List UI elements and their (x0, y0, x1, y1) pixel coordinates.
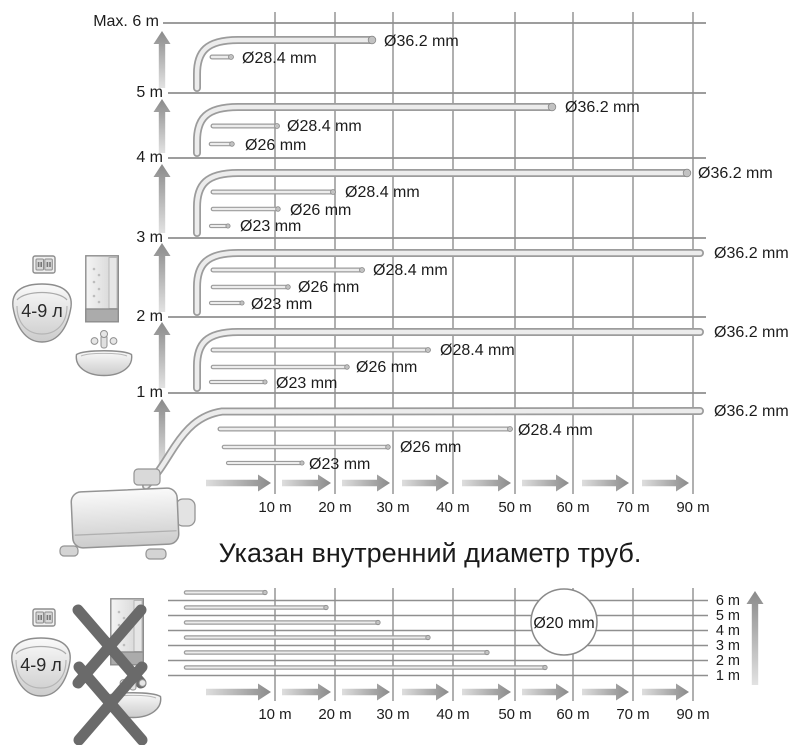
x-axis-label: 70 m (616, 706, 649, 723)
x-axis-label: 90 m (676, 706, 709, 723)
top-chart: Max. 6 m 5 m 4 m 3 m 2 m 1 m 10 m 20 m 3… (12, 12, 789, 568)
cistern-capacity-label: 4-9 л (20, 655, 62, 675)
diagram-title: Указан внутренний диаметр труб. (219, 538, 642, 568)
pipe-diameter-label: Ø23 mm (276, 375, 337, 392)
washbasin-icon (75, 329, 133, 377)
lift-label-5m: 5 m (716, 608, 740, 624)
bottom-grid-vertical-lines (274, 588, 694, 701)
shower-icon (85, 255, 120, 323)
x-axis-label: 50 m (498, 706, 531, 723)
y-axis-label-4m: 4 m (136, 149, 163, 166)
pipe-diameter-label: Ø23 mm (240, 218, 301, 235)
x-axis-label: 30 m (376, 499, 409, 516)
pipe-diameter-label: Ø28.4 mm (440, 342, 515, 359)
x-axis-label: 40 m (436, 706, 469, 723)
bottom-run-right-arrows (206, 683, 689, 701)
pipe-diameter-label: Ø26 mm (290, 202, 351, 219)
macerator-pump-icon (59, 468, 196, 560)
pipe-diameter-label: Ø28.4 mm (345, 184, 420, 201)
lift-label-1m: 1 m (716, 668, 740, 684)
x-axis-label: 70 m (616, 499, 649, 516)
x-axis-label: 10 m (258, 499, 291, 516)
lift-label-6m: 6 m (716, 593, 740, 609)
double-switch-icon (32, 255, 56, 274)
x-axis-label: 30 m (376, 706, 409, 723)
x-axis-label: 60 m (556, 706, 589, 723)
x-axis-label: 50 m (498, 499, 531, 516)
pipe-diameter-label: Ø23 mm (251, 296, 312, 313)
pipe-diameter-badge-label: Ø20 mm (533, 615, 594, 632)
pipe-diameter-label: Ø36.2 mm (698, 165, 773, 182)
pipes-lift-4m (193, 168, 692, 237)
x-axis-label: 90 m (676, 499, 709, 516)
pipe-diameter-label: Ø28.4 mm (518, 422, 593, 439)
bottom-grid-horizontal-lines (168, 599, 708, 677)
run-right-arrows (206, 474, 689, 492)
x-axis-label: 20 m (318, 706, 351, 723)
pipes-lift-6m (193, 35, 377, 92)
x-axis-label: 20 m (318, 499, 351, 516)
bottom-pipes-20mm (183, 589, 548, 671)
x-axis-label: 60 m (556, 499, 589, 516)
pipe-diameter-label: Ø26 mm (356, 359, 417, 376)
top-grid-horizontal-lines (163, 22, 706, 394)
y-axis-label-2m: 2 m (136, 308, 163, 325)
x-axis-label: 10 m (258, 706, 291, 723)
pipe-diameter-label: Ø36.2 mm (565, 99, 640, 116)
y-axis-label-3m: 3 m (136, 229, 163, 246)
y-axis-label-5m: 5 m (136, 84, 163, 101)
pipe-diameter-label: Ø26 mm (400, 439, 461, 456)
pipe-diameter-label: Ø36.2 mm (714, 245, 789, 262)
bottom-lift-up-arrow (746, 591, 764, 685)
pipe-diameter-label: Ø36.2 mm (714, 403, 789, 420)
pipes-lift-3m (193, 249, 704, 316)
pipes-lift-5m (193, 102, 557, 157)
y-axis-label-max-6m: Max. 6 m (93, 13, 159, 30)
pipe-diameter-label: Ø26 mm (245, 137, 306, 154)
x-axis-label: 40 m (436, 499, 469, 516)
bottom-chart: Ø20 mm 10 m 20 m 30 m 40 m 50 m 60 m 70 … (11, 588, 764, 740)
pipe-diameter-label: Ø28.4 mm (373, 262, 448, 279)
pipe-diameter-label: Ø28.4 mm (242, 50, 317, 67)
double-switch-icon (32, 608, 56, 627)
pipe-diameter-label: Ø36.2 mm (714, 324, 789, 341)
lift-label-4m: 4 m (716, 623, 740, 639)
pipe-diameter-label: Ø28.4 mm (287, 118, 362, 135)
pipes-lift-2m (193, 328, 704, 392)
pipe-diameter-label: Ø26 mm (298, 279, 359, 296)
lift-up-arrows (153, 31, 171, 466)
lift-label-2m: 2 m (716, 653, 740, 669)
pipe-diameter-label: Ø36.2 mm (384, 33, 459, 50)
pipe-diameter-label: Ø23 mm (309, 456, 370, 473)
pipe-diameter-badge: Ø20 mm (530, 588, 598, 656)
cistern-capacity-label: 4-9 л (21, 301, 63, 321)
lift-label-3m: 3 m (716, 638, 740, 654)
y-axis-label-1m: 1 m (136, 384, 163, 401)
